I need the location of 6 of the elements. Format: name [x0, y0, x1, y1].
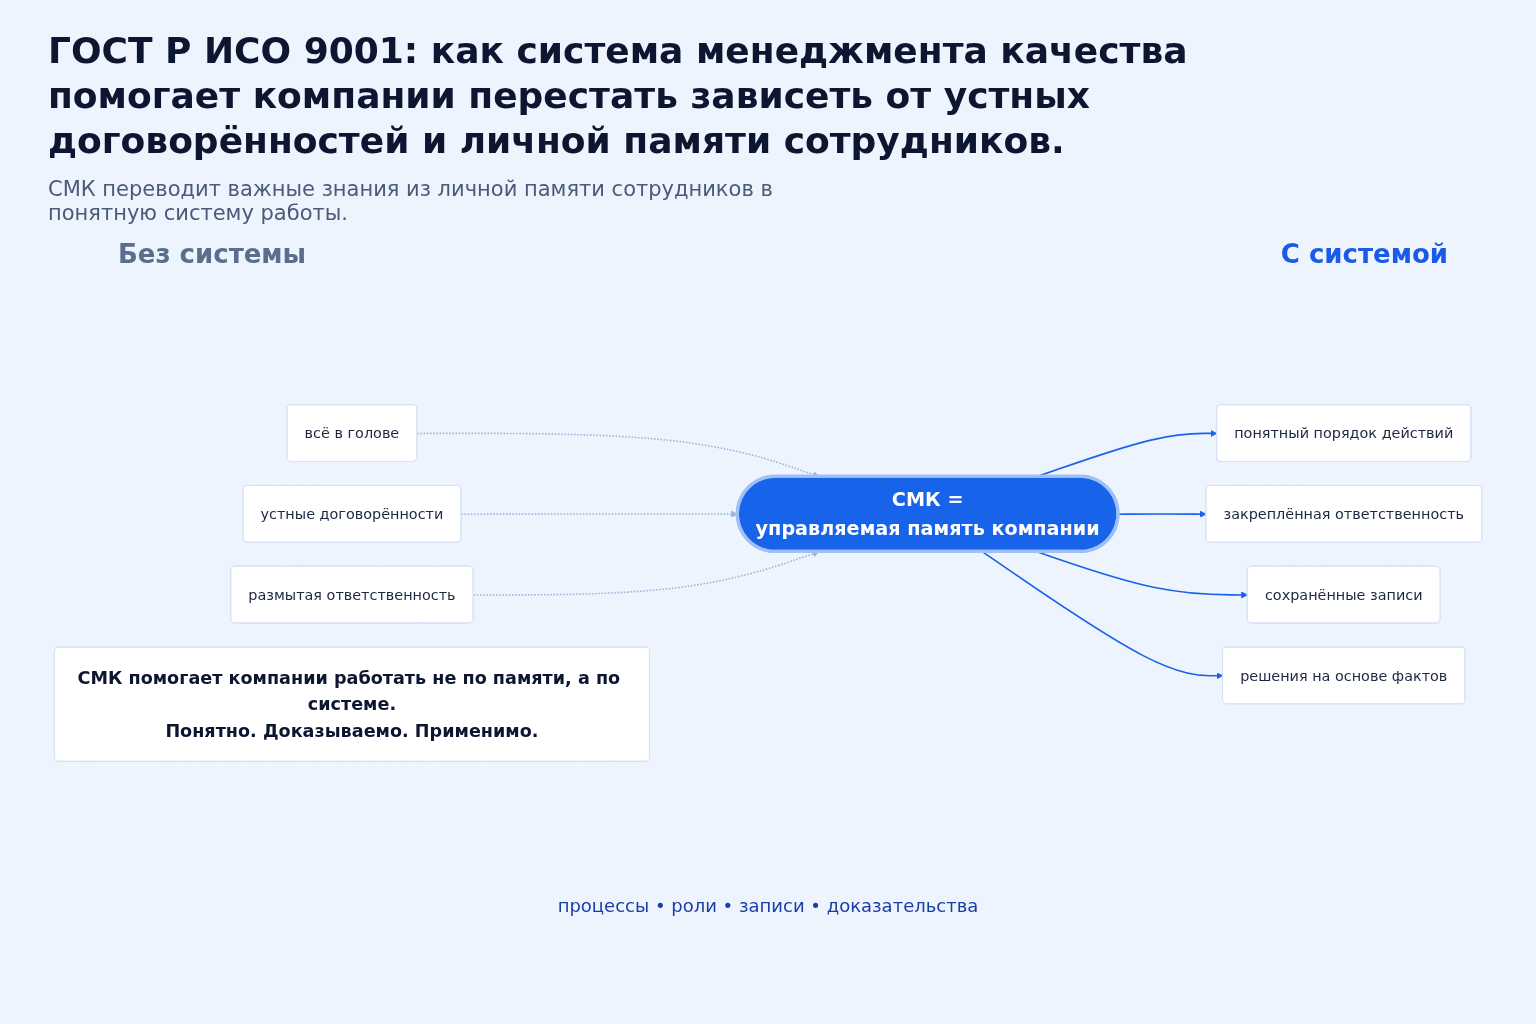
subtitle: СМК переводит важные знания из личной памяти сотрудников в понятную систему работы. — [48, 177, 774, 225]
column-heading: С системой — [1280, 239, 1448, 269]
arrow — [981, 551, 1224, 680]
column-heading: Без системы — [118, 239, 307, 269]
keyword-list: процессы • роли • записи • доказательства — [48, 895, 1488, 916]
title: ГОСТ Р ИСО 9001: как система менеджмента качества помогает компании перестать зависеть от устных договорённостей и личной памяти сотрудников. — [48, 29, 1189, 163]
